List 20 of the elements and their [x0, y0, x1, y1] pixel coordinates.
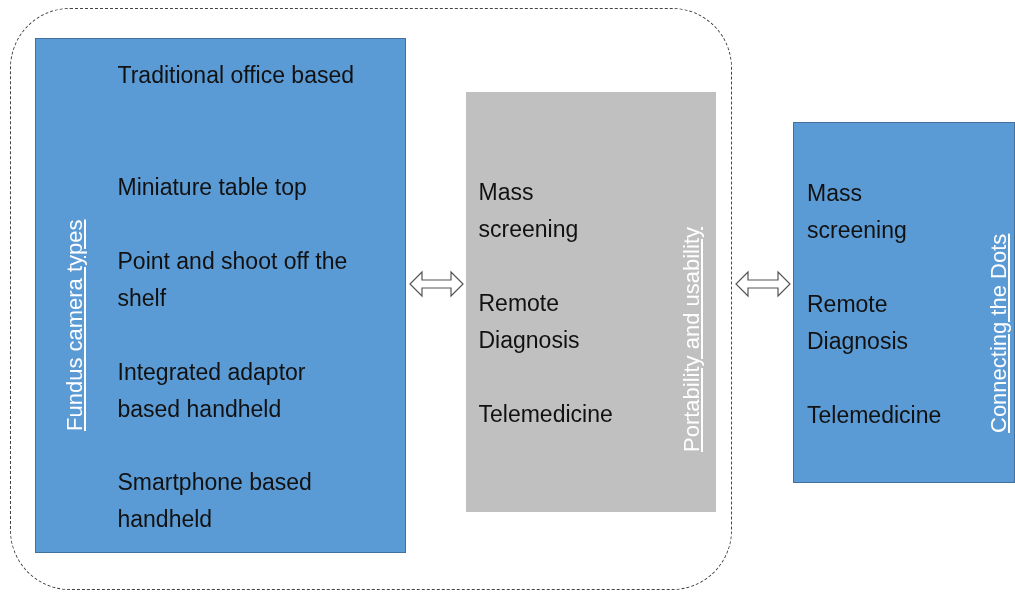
list-item: Traditional office based	[117, 60, 356, 90]
vertical-heading: Portability and usability	[677, 226, 705, 452]
list-item: Point and shoot off the shelf	[117, 246, 349, 313]
list-item: Telemedicine	[807, 401, 943, 430]
list-item: Telemedicine	[478, 399, 614, 429]
list-item: Remote Diagnosis	[807, 290, 909, 356]
vertical-heading: Fundus camera types	[60, 218, 88, 431]
dashed-group-outline	[10, 8, 732, 590]
list-item: Mass screening	[478, 177, 580, 244]
list-item: Miniature table top	[117, 172, 308, 202]
list-item: Mass screening	[807, 179, 908, 245]
double-arrow	[735, 270, 791, 298]
list-item: Remote Diagnosis	[478, 288, 581, 355]
list-item: Smartphone based handheld	[117, 467, 313, 534]
category-panel	[793, 122, 1015, 483]
category-panel	[34, 37, 406, 553]
vertical-heading: Connecting the Dots	[985, 233, 1012, 433]
category-panel	[465, 91, 716, 512]
list-item: Integrated adaptor based handheld	[117, 357, 307, 424]
double-arrow	[409, 270, 464, 298]
